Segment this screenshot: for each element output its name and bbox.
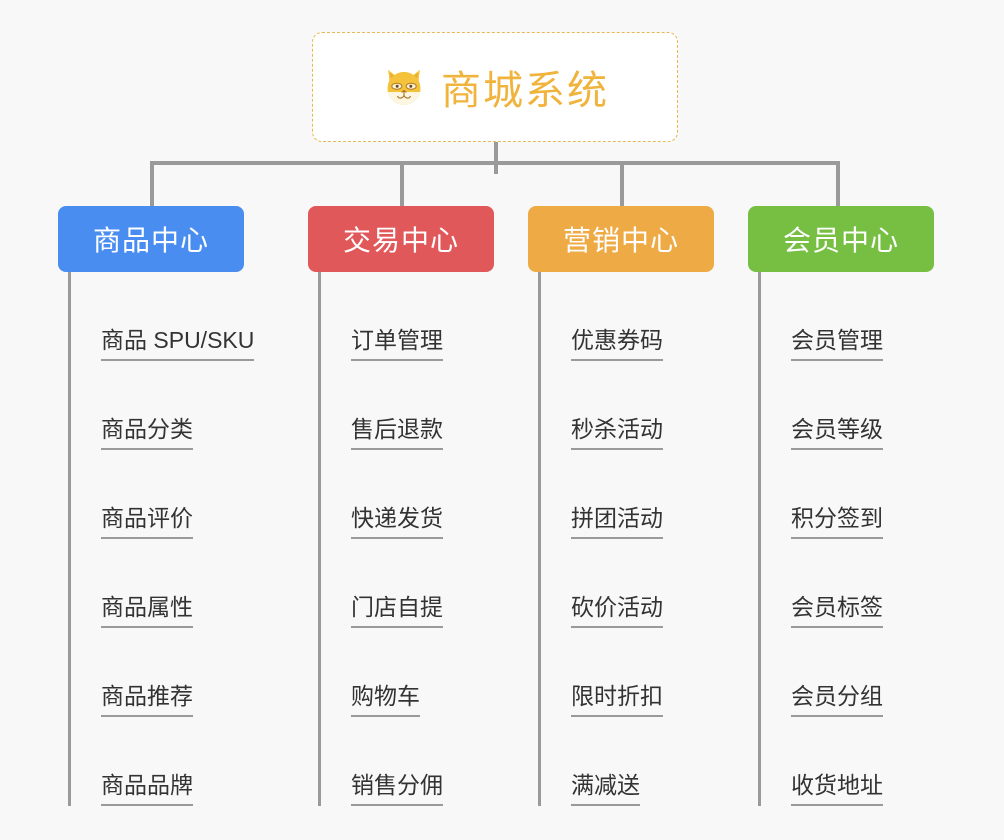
leaf-list: 商品 SPU/SKU 商品分类 商品评价 商品属性 商品推荐 商品品牌	[68, 272, 255, 806]
leaf-label: 商品推荐	[101, 683, 193, 717]
leaf-label: 商品评价	[101, 505, 193, 539]
leaf-item[interactable]: 会员管理	[761, 272, 934, 361]
branch-member-center: 会员中心 会员管理 会员等级 积分签到 会员标签 会员分组 收货地址	[748, 206, 934, 806]
branch-header[interactable]: 营销中心	[528, 206, 714, 272]
leaf-list: 优惠券码 秒杀活动 拼团活动 砍价活动 限时折扣 满减送	[538, 272, 714, 806]
connector-drop-1	[150, 161, 154, 208]
leaf-item[interactable]: 会员标签	[761, 539, 934, 628]
leaf-item[interactable]: 会员分组	[761, 628, 934, 717]
leaf-label: 商品属性	[101, 594, 193, 628]
branch-label: 商品中心	[92, 225, 209, 256]
leaf-label: 购物车	[351, 683, 420, 717]
leaf-item[interactable]: 购物车	[321, 628, 494, 717]
leaf-item[interactable]: 商品评价	[71, 450, 254, 539]
leaf-item[interactable]: 订单管理	[321, 272, 494, 361]
leaf-label: 会员等级	[791, 416, 883, 450]
branch-label: 交易中心	[342, 225, 459, 256]
leaf-label: 满减送	[571, 772, 640, 806]
connector-drop-2	[400, 161, 404, 208]
branch-marketing-center: 营销中心 优惠券码 秒杀活动 拼团活动 砍价活动 限时折扣 满减送	[528, 206, 714, 806]
leaf-item[interactable]: 商品分类	[71, 361, 254, 450]
root-title: 商城系统	[441, 69, 609, 113]
leaf-item[interactable]: 商品推荐	[71, 628, 254, 717]
leaf-item[interactable]: 售后退款	[321, 361, 494, 450]
leaf-item[interactable]: 积分签到	[761, 450, 934, 539]
leaf-label: 会员管理	[791, 327, 883, 361]
leaf-label: 限时折扣	[571, 683, 663, 717]
branch-header[interactable]: 会员中心	[748, 206, 934, 272]
leaf-item[interactable]: 门店自提	[321, 539, 494, 628]
connector-horizontal-bar	[150, 161, 840, 165]
leaf-item[interactable]: 砍价活动	[541, 539, 714, 628]
leaf-label: 砍价活动	[571, 594, 663, 628]
leaf-label: 商品分类	[101, 416, 193, 450]
leaf-label: 收货地址	[791, 772, 883, 806]
leaf-label: 售后退款	[351, 416, 443, 450]
branch-trade-center: 交易中心 订单管理 售后退款 快递发货 门店自提 购物车 销售分佣	[308, 206, 494, 806]
leaf-label: 门店自提	[351, 594, 443, 628]
leaf-label: 商品 SPU/SKU	[101, 327, 255, 361]
leaf-list: 订单管理 售后退款 快递发货 门店自提 购物车 销售分佣	[318, 272, 494, 806]
leaf-label: 订单管理	[351, 327, 443, 361]
leaf-item[interactable]: 满减送	[541, 717, 714, 806]
leaf-label: 销售分佣	[351, 772, 443, 806]
leaf-item[interactable]: 销售分佣	[321, 717, 494, 806]
branch-header[interactable]: 交易中心	[308, 206, 494, 272]
leaf-label: 积分签到	[791, 505, 883, 539]
leaf-label: 快递发货	[351, 505, 443, 539]
leaf-label: 会员分组	[791, 683, 883, 717]
leaf-item[interactable]: 会员等级	[761, 361, 934, 450]
connector-drop-3	[620, 161, 624, 208]
leaf-label: 优惠券码	[571, 327, 663, 361]
leaf-list: 会员管理 会员等级 积分签到 会员标签 会员分组 收货地址	[758, 272, 934, 806]
branch-label: 营销中心	[562, 225, 679, 256]
leaf-label: 秒杀活动	[571, 416, 663, 450]
shiba-inu-icon	[381, 64, 427, 110]
leaf-item[interactable]: 收货地址	[761, 717, 934, 806]
leaf-item[interactable]: 限时折扣	[541, 628, 714, 717]
branch-label: 会员中心	[782, 225, 899, 256]
leaf-item[interactable]: 商品 SPU/SKU	[71, 272, 255, 361]
leaf-item[interactable]: 商品品牌	[71, 717, 254, 806]
leaf-item[interactable]: 秒杀活动	[541, 361, 714, 450]
leaf-label: 会员标签	[791, 594, 883, 628]
root-node[interactable]: 商城系统	[312, 32, 678, 142]
leaf-item[interactable]: 优惠券码	[541, 272, 714, 361]
branch-header[interactable]: 商品中心	[58, 206, 244, 272]
connector-drop-4	[836, 161, 840, 208]
leaf-item[interactable]: 商品属性	[71, 539, 254, 628]
branch-product-center: 商品中心 商品 SPU/SKU 商品分类 商品评价 商品属性 商品推荐 商品品牌	[58, 206, 255, 806]
leaf-label: 拼团活动	[571, 505, 663, 539]
leaf-item[interactable]: 拼团活动	[541, 450, 714, 539]
leaf-item[interactable]: 快递发货	[321, 450, 494, 539]
leaf-label: 商品品牌	[101, 772, 193, 806]
connector-trunk	[494, 142, 498, 174]
